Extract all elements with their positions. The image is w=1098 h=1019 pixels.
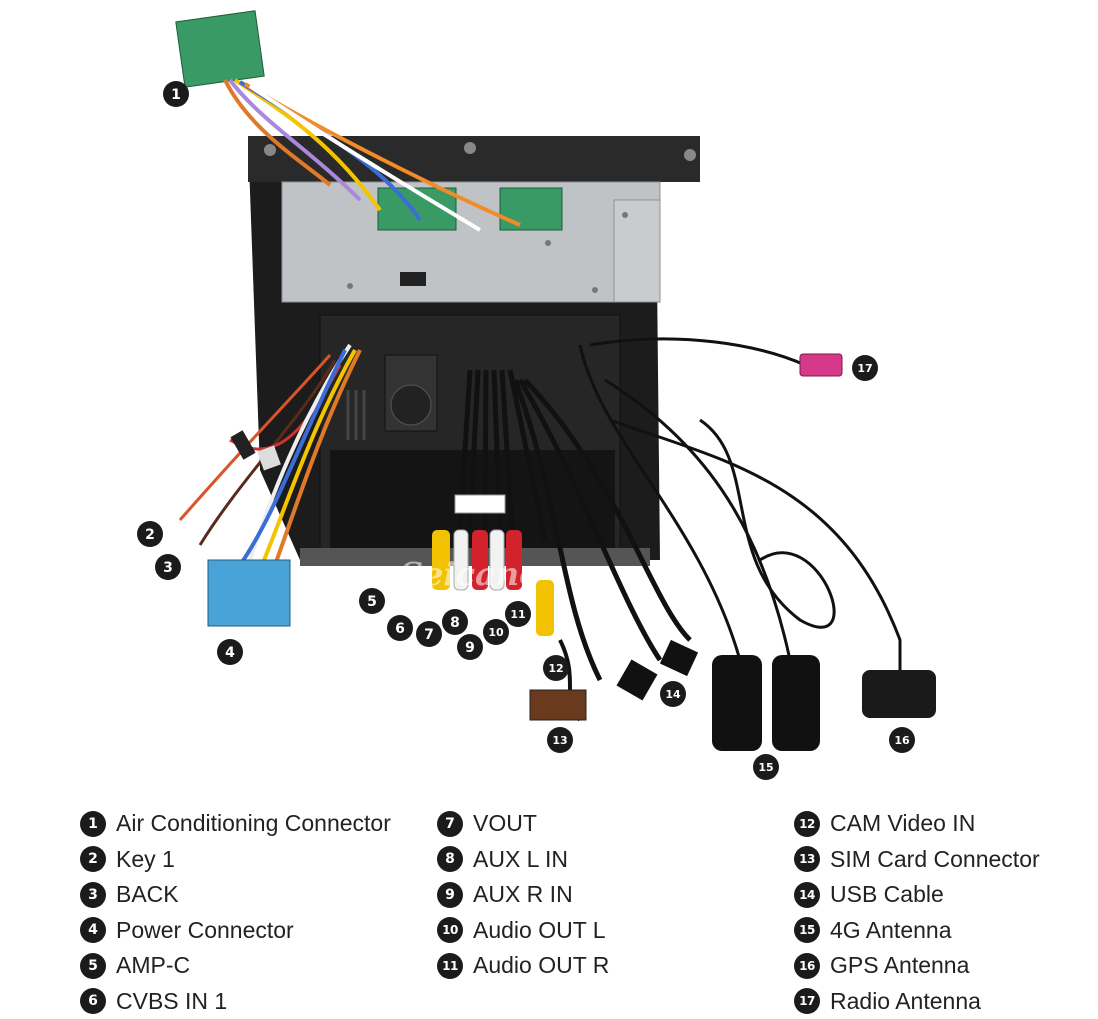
svg-text:10: 10 [488,626,504,639]
legend-label: Radio Antenna [830,988,981,1015]
legend-number: 14 [794,882,820,908]
legend-number: 7 [437,811,463,837]
legend-number: 4 [80,917,106,943]
svg-text:4: 4 [225,645,235,661]
legend-number: 17 [794,988,820,1014]
legend-column-3: 12 CAM Video IN 13 SIM Card Connector 14 US… [794,806,1040,1019]
callout-17: 17 [852,355,878,381]
legend-number: 15 [794,917,820,943]
legend-item: 15 4G Antenna [794,913,1040,949]
legend-item: 16 GPS Antenna [794,948,1040,984]
legend-number: 2 [80,846,106,872]
callout-9: 9 [457,634,483,660]
legend-label: Air Conditioning Connector [116,810,391,837]
legend-label: AMP-C [116,952,190,979]
legend-column-1: 1 Air Conditioning Connector 2 Key 1 3 BACK… [80,806,391,1019]
legend-item: 11 Audio OUT R [437,948,609,984]
svg-text:9: 9 [465,640,475,656]
legend-label: GPS Antenna [830,952,969,979]
callout-10: 10 [483,619,509,645]
legend-number: 13 [794,846,820,872]
callout-1: 1 [163,81,189,107]
callout-11: 11 [505,601,531,627]
legend-label: 4G Antenna [830,917,952,944]
svg-text:3: 3 [163,560,173,576]
legend-label: CAM Video IN [830,810,975,837]
legend-item: 7 VOUT [437,806,609,842]
callout-16: 16 [889,727,915,753]
legend-item: 4 Power Connector [80,913,391,949]
legend-number: 9 [437,882,463,908]
legend-number: 10 [437,917,463,943]
legend-item: 9 AUX R IN [437,877,609,913]
wiring-diagram: Seicane 1 2 3 4 5 6 7 8 9 10 11 12 13 14… [0,0,1098,790]
callout-4: 4 [217,639,243,665]
legend-label: SIM Card Connector [830,846,1040,873]
legend-label: Key 1 [116,846,175,873]
legend-label: VOUT [473,810,537,837]
svg-text:15: 15 [758,761,773,774]
legend-item: 12 CAM Video IN [794,806,1040,842]
callout-12: 12 [543,655,569,681]
svg-text:1: 1 [171,87,181,103]
svg-text:8: 8 [450,615,460,631]
callout-8: 8 [442,609,468,635]
callout-13: 13 [547,727,573,753]
legend-number: 1 [80,811,106,837]
svg-text:14: 14 [665,688,681,701]
legend-item: 2 Key 1 [80,842,391,878]
legend-item: 5 AMP-C [80,948,391,984]
svg-text:7: 7 [424,627,434,643]
callout-3: 3 [155,554,181,580]
legend-item: 1 Air Conditioning Connector [80,806,391,842]
legend-number: 3 [80,882,106,908]
svg-text:16: 16 [894,734,910,747]
callout-15: 15 [753,754,779,780]
legend-label: AUX L IN [473,846,568,873]
legend-number: 8 [437,846,463,872]
legend-label: Audio OUT R [473,952,609,979]
svg-text:5: 5 [367,594,377,610]
callout-5: 5 [359,588,385,614]
watermark: Seicane [400,555,539,593]
svg-text:13: 13 [552,734,567,747]
legend-item: 14 USB Cable [794,877,1040,913]
legend-number: 16 [794,953,820,979]
svg-text:12: 12 [548,662,563,675]
legend-label: USB Cable [830,881,944,908]
legend: 1 Air Conditioning Connector 2 Key 1 3 BACK… [0,800,1098,1014]
svg-text:11: 11 [510,608,525,621]
legend-number: 6 [80,988,106,1014]
svg-text:2: 2 [145,527,155,543]
legend-label: Audio OUT L [473,917,606,944]
legend-item: 8 AUX L IN [437,842,609,878]
legend-label: BACK [116,881,179,908]
legend-label: Power Connector [116,917,294,944]
legend-item: 13 SIM Card Connector [794,842,1040,878]
legend-number: 5 [80,953,106,979]
metal-plate [282,182,660,302]
legend-item: 10 Audio OUT L [437,913,609,949]
svg-text:6: 6 [395,621,405,637]
legend-label: CVBS IN 1 [116,988,227,1015]
legend-number: 12 [794,811,820,837]
legend-label: AUX R IN [473,881,573,908]
legend-number: 11 [437,953,463,979]
callout-2: 2 [137,521,163,547]
callout-6: 6 [387,615,413,641]
callout-14: 14 [660,681,686,707]
legend-item: 3 BACK [80,877,391,913]
callout-7: 7 [416,621,442,647]
svg-text:17: 17 [857,362,872,375]
